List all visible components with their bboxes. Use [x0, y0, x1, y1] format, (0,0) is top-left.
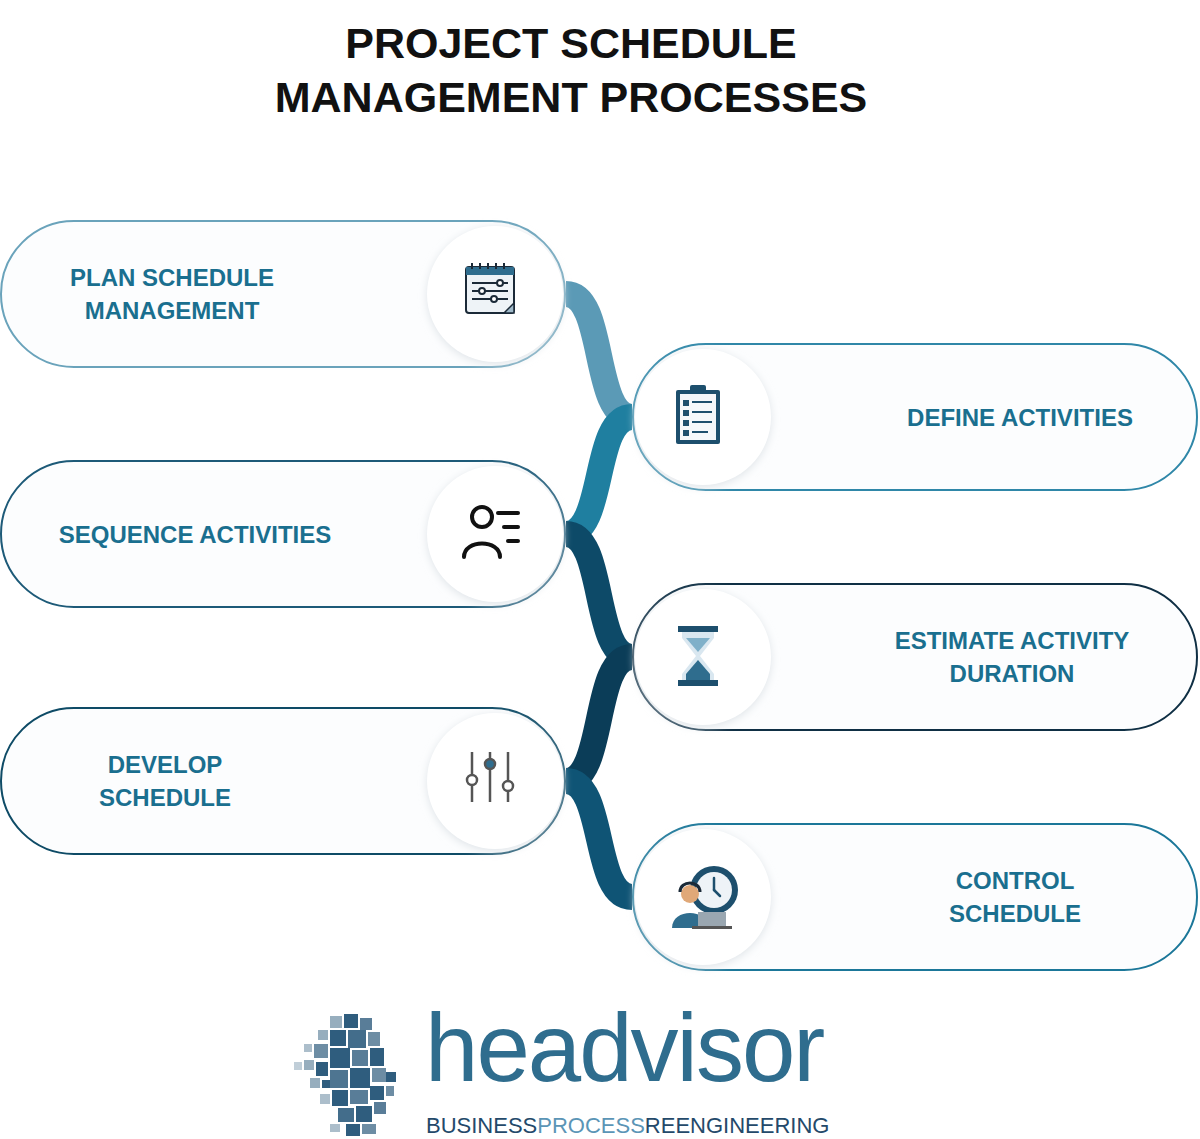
process-pill: CONTROL SCHEDULE: [632, 823, 1198, 971]
logo-tagline: BUSINESS: [426, 1115, 537, 1137]
logo-mosaic-head: [290, 1010, 410, 1139]
flow-connector: [566, 781, 632, 897]
process-label: DEVELOP SCHEDULE: [80, 707, 250, 855]
process-icon: [460, 499, 530, 569]
process-label: CONTROL SCHEDULE: [930, 823, 1100, 971]
logo-wordmark: headvisor: [425, 1000, 823, 1096]
process-label-text: CONTROL SCHEDULE: [930, 864, 1100, 930]
process-pill: DEFINE ACTIVITIES: [632, 343, 1198, 491]
process-icon: [460, 746, 530, 816]
process-label-text: DEVELOP SCHEDULE: [80, 748, 250, 814]
process-icon: [460, 259, 530, 329]
logo-tagline: REENGINEERING: [645, 1115, 830, 1137]
flow-connector: [566, 294, 632, 417]
process-label-text: DEFINE ACTIVITIES: [907, 401, 1133, 434]
process-pill: PLAN SCHEDULE MANAGEMENT: [0, 220, 566, 368]
process-pill: DEVELOP SCHEDULE: [0, 707, 566, 855]
process-label-text: PLAN SCHEDULE MANAGEMENT: [47, 261, 297, 327]
diagram-title: PROJECT SCHEDULE MANAGEMENT PROCESSES: [241, 16, 901, 124]
process-icon: [668, 862, 738, 932]
process-label-text: ESTIMATE ACTIVITY DURATION: [862, 624, 1162, 690]
process-pill: SEQUENCE ACTIVITIES: [0, 460, 566, 608]
flow-connector: [566, 534, 632, 657]
process-icon: [668, 622, 738, 692]
logo-tagline: PROCESS: [537, 1115, 645, 1137]
flow-connector: [566, 417, 632, 534]
flow-connector: [566, 657, 632, 781]
pill-outline: [0, 707, 566, 855]
process-label: DEFINE ACTIVITIES: [870, 343, 1170, 491]
process-label: ESTIMATE ACTIVITY DURATION: [862, 583, 1162, 731]
process-pill: ESTIMATE ACTIVITY DURATION: [632, 583, 1198, 731]
process-label: SEQUENCE ACTIVITIES: [30, 460, 360, 608]
pill-outline: [632, 583, 1198, 731]
process-label: PLAN SCHEDULE MANAGEMENT: [47, 220, 297, 368]
process-icon: [668, 382, 738, 452]
process-label-text: SEQUENCE ACTIVITIES: [59, 518, 331, 551]
